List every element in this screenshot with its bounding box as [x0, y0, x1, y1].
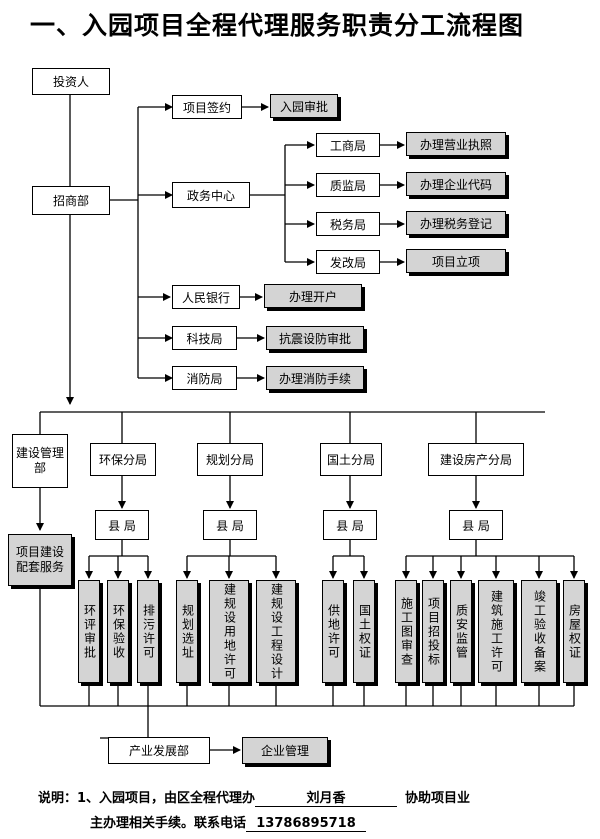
guotu-box: 国土分局 [320, 443, 382, 476]
shuiwu-box: 税务局 [316, 212, 380, 236]
note-label: 说明：1、入园项目，由区全程代理办 [38, 791, 256, 806]
leaf-fangwu-quanzheng: 房屋权证 [563, 580, 585, 683]
note-mid: 协助项目业 [405, 791, 471, 806]
peitao-box: 项目建设配套服务 [8, 534, 72, 586]
leaf-jungong-beian: 竣工验收备案 [521, 580, 557, 683]
leaf-shigongtu: 施工图审查 [395, 580, 417, 683]
xianju-fangchan-box: 县 局 [449, 510, 503, 540]
leaf-yongdi-xuke: 建规设用地许可 [209, 580, 249, 683]
leaf-guihua-xuanzhi: 规划选址 [176, 580, 198, 683]
xianju-guihua-box: 县 局 [203, 510, 257, 540]
qiye-daima-box: 办理企业代码 [406, 172, 506, 196]
investor-box: 投资人 [32, 68, 110, 95]
leaf-gongcheng-sheji: 建规设工程设计 [256, 580, 296, 683]
xiangmu-qianyue-box: 项目签约 [172, 95, 242, 119]
kangzhen-box: 抗震设防审批 [266, 326, 364, 350]
huanbao-box: 环保分局 [90, 443, 156, 476]
note-line-1: 说明：1、入园项目，由区全程代理办刘月香协助项目业 [38, 787, 470, 807]
gongshang-box: 工商局 [316, 133, 380, 157]
zhengwu-box: 政务中心 [172, 182, 250, 208]
lixiang-box: 项目立项 [406, 249, 506, 273]
note-phone: 13786895718 [246, 816, 367, 832]
leaf-paiwu: 排污许可 [137, 580, 159, 683]
page-title: 一、入园项目全程代理服务职责分工流程图 [30, 11, 525, 40]
xianju-huanbao-box: 县 局 [95, 510, 149, 540]
note-line2-text: 主办理相关手续。联系电话 [90, 816, 247, 831]
chanye-box: 产业发展部 [108, 737, 210, 764]
xianju-guotu-box: 县 局 [323, 510, 377, 540]
leaf-shigong-xuke: 建筑施工许可 [478, 580, 514, 683]
keji-box: 科技局 [172, 326, 237, 350]
guihua-box: 规划分局 [197, 443, 263, 476]
yingye-box: 办理营业执照 [406, 132, 506, 156]
leaf-gongdi-xuke: 供地许可 [322, 580, 344, 683]
leaf-zhaotoubiao: 项目招投标 [422, 580, 444, 683]
shuiwu-dengji-box: 办理税务登记 [406, 211, 506, 235]
ruyuan-shenpi-box: 入园审批 [270, 94, 338, 118]
xiaofang-shouxu-box: 办理消防手续 [266, 366, 364, 390]
note-agent: 刘月香 [255, 787, 398, 807]
zhijian-box: 质监局 [316, 173, 380, 197]
kaihu-box: 办理开户 [264, 284, 362, 308]
zhaoshang-box: 招商部 [32, 186, 110, 215]
leaf-huanping: 环评审批 [78, 580, 100, 683]
leaf-zhian-jianguan: 质安监管 [450, 580, 472, 683]
leaf-guotu-quanzheng: 国土权证 [353, 580, 375, 683]
renmin-yinhang-box: 人民银行 [172, 285, 240, 309]
leaf-huanbao-yanshou: 环保验收 [107, 580, 129, 683]
qiye-guanli-box: 企业管理 [242, 737, 328, 764]
fagai-box: 发改局 [316, 250, 380, 274]
fangchan-box: 建设房产分局 [428, 443, 524, 476]
jianshe-guanli-box: 建设管理部 [12, 434, 68, 488]
xiaofang-box: 消防局 [172, 366, 237, 390]
